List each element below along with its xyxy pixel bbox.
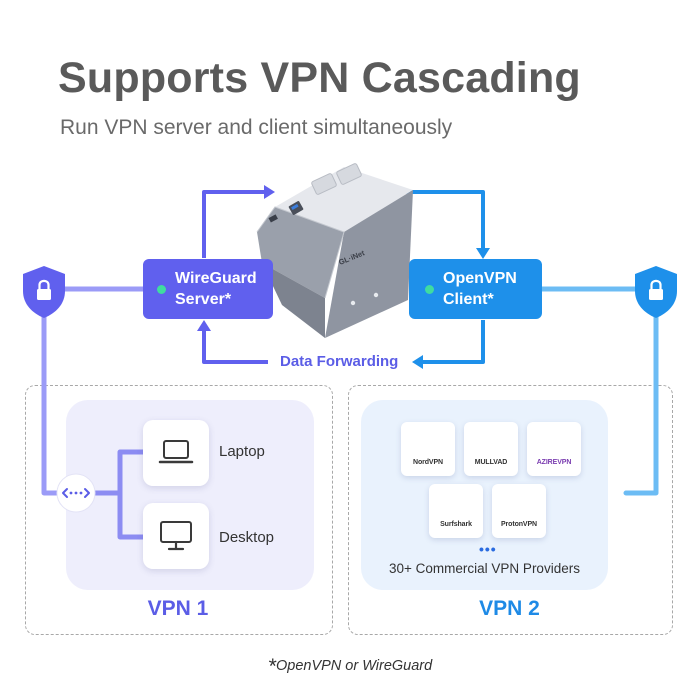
forwarding-return-line <box>422 320 485 364</box>
vpn1-label: VPN 1 <box>147 597 209 620</box>
desktop-icon <box>160 521 192 551</box>
laptop-card <box>143 420 209 486</box>
wireguard-server-pill: WireGuard Server* <box>143 259 273 319</box>
provider-card-azirevpn: AZIREVPN <box>527 422 581 476</box>
laptop-label: Laptop <box>219 443 265 460</box>
vpn2-tunnel-line <box>539 286 659 496</box>
footnote-text: OpenVPN or WireGuard <box>275 658 433 674</box>
data-forwarding-label: Data Forwarding <box>280 353 399 370</box>
provider-name: ProtonVPN <box>500 520 538 528</box>
provider-card-surfshark: Surfshark <box>429 484 483 538</box>
provider-name: Surfshark <box>440 520 472 528</box>
openvpn-client-line1: OpenVPN <box>443 270 517 287</box>
desktop-label: Desktop <box>219 529 275 546</box>
hub-branch-lines <box>94 449 143 540</box>
provider-name: MULLVAD <box>474 458 508 466</box>
page-subtitle: Run VPN server and client simultaneously <box>60 116 453 139</box>
laptop-icon <box>158 440 194 464</box>
wireguard-server-line1: WireGuard <box>175 270 257 287</box>
page-title: Supports VPN Cascading <box>58 54 581 102</box>
status-dot <box>425 284 434 294</box>
openvpn-client-line2: Client* <box>443 291 494 308</box>
vpn1-panel <box>25 385 333 635</box>
to-client-arrowhead <box>476 248 490 259</box>
provider-name: AZIREVPN <box>536 458 572 466</box>
provider-name: NordVPN <box>412 458 444 466</box>
to-router-arrow <box>202 190 266 258</box>
vpn2-panel <box>348 385 673 635</box>
forwarding-return-arrowhead <box>412 355 423 369</box>
openvpn-client-pill: OpenVPN Client* <box>409 259 542 319</box>
desktop-card <box>143 503 209 569</box>
status-dot <box>157 284 166 294</box>
router-device-image <box>256 163 413 338</box>
to-router-arrowhead <box>264 185 275 199</box>
network-hub-icon <box>56 473 96 513</box>
shield-lock-icon-left <box>23 266 65 318</box>
forwarding-to-server-line <box>202 330 268 364</box>
to-client-arrow <box>398 190 485 250</box>
providers-caption: 30+ Commercial VPN Providers <box>389 561 580 576</box>
provider-card-mullvad: MULLVAD <box>464 422 518 476</box>
more-providers-indicator: ••• <box>479 541 497 557</box>
provider-card-protonvpn: ProtonVPN <box>492 484 546 538</box>
vpn2-label: VPN 2 <box>479 597 540 620</box>
shield-lock-icon-right <box>635 266 677 318</box>
footnote: *OpenVPN or WireGuard <box>0 655 700 679</box>
forwarding-to-server-arrowhead <box>197 320 211 331</box>
provider-card-nordvpn: NordVPN <box>401 422 455 476</box>
vpn1-tunnel-line <box>41 286 146 496</box>
wireguard-server-line2: Server* <box>175 291 232 308</box>
footnote-star: * <box>267 655 276 678</box>
